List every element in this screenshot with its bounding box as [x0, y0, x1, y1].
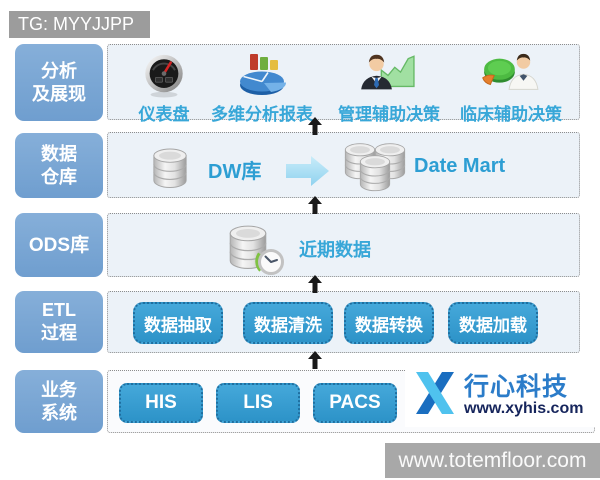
layer-title-line: 及展现 — [32, 83, 86, 104]
layer-title-line: 分析 — [41, 60, 77, 81]
layer-content-analysis: 仪表盘 多维分析报表 — [107, 44, 580, 124]
analysis-item-label: 仪表盘 — [138, 105, 190, 124]
database-clock-icon — [227, 224, 285, 281]
layer-label-analysis: 分析 及展现 — [15, 44, 103, 121]
manager-growth-chart-icon — [357, 50, 421, 98]
etl-step-load: 数据加载 — [448, 302, 538, 344]
xy-cross-logo-icon — [411, 369, 459, 422]
analysis-item: 多维分析报表 — [207, 50, 317, 125]
company-name: 行心科技 — [464, 373, 569, 401]
gauge-icon — [140, 50, 188, 98]
up-arrow-icon — [308, 275, 322, 293]
etl-step-clean: 数据清洗 — [243, 302, 333, 344]
pie-bar-chart-icon — [235, 50, 289, 98]
analysis-item-label: 临床辅助决策 — [460, 105, 562, 124]
system-node-pacs: PACS — [313, 383, 397, 423]
analysis-item: 临床辅助决策 — [451, 50, 571, 125]
up-arrow-icon — [308, 351, 322, 369]
data-mart-label: Date Mart — [414, 155, 506, 177]
layer-label-etl: ETL 过程 — [15, 291, 103, 353]
watermark-banner: TG: MYYJJPP — [9, 11, 150, 38]
etl-step-transform: 数据转换 — [344, 302, 434, 344]
system-node-his: HIS — [119, 383, 203, 423]
up-arrow-icon — [308, 117, 322, 135]
database-cluster-icon — [342, 142, 408, 197]
company-logo: 行心科技 www.xyhis.com — [405, 364, 600, 427]
layer-content-etl: 数据抽取 数据清洗 数据转换 数据加载 — [107, 291, 580, 353]
layer-title-line: 仓库 — [41, 166, 77, 187]
system-node-lis: LIS — [216, 383, 300, 423]
doctor-pie-chart-icon — [479, 50, 543, 98]
company-website: www.xyhis.com — [464, 400, 584, 417]
database-cylinder-icon — [151, 147, 189, 194]
layer-content-ods: 近期数据 — [107, 213, 580, 277]
analysis-item-label: 多维分析报表 — [211, 105, 313, 124]
layer-label-source: 业务 系统 — [15, 370, 103, 433]
layer-content-warehouse: DW库 Date Mart — [107, 132, 580, 198]
analysis-item-label: 管理辅助决策 — [338, 105, 440, 124]
layer-title-line: 数据 — [41, 143, 77, 164]
layer-title-line: ODS库 — [28, 234, 90, 256]
layer-label-warehouse: 数据 仓库 — [15, 133, 103, 198]
layer-title-line: 系统 — [41, 402, 77, 423]
layer-title-line: ETL — [42, 300, 76, 320]
footer-watermark: www.totemfloor.com — [385, 443, 600, 478]
layer-label-ods: ODS库 — [15, 213, 103, 277]
company-logo-text: 行心科技 www.xyhis.com — [464, 374, 583, 417]
layer-title-line: 业务 — [41, 379, 77, 400]
ods-data-label: 近期数据 — [299, 240, 371, 260]
analysis-item: 仪表盘 — [124, 50, 204, 125]
dw-label: DW库 — [208, 161, 262, 183]
up-arrow-icon — [308, 196, 322, 214]
analysis-item: 管理辅助决策 — [329, 50, 449, 125]
layer-title-line: 过程 — [41, 323, 77, 343]
flow-arrow-right-icon — [286, 155, 330, 192]
etl-step-extract: 数据抽取 — [133, 302, 223, 344]
